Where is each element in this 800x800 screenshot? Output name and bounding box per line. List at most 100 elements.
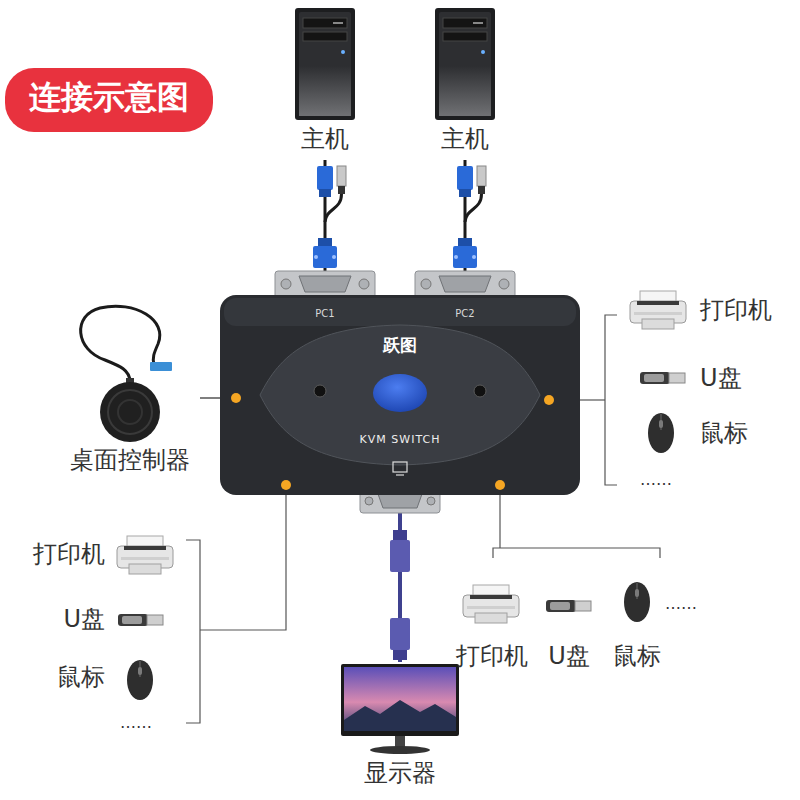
device-label: 显示器 bbox=[364, 759, 436, 788]
host-cable-plugs-part bbox=[318, 238, 332, 246]
leader-line-part bbox=[605, 315, 617, 485]
peripheral-icons-part bbox=[127, 660, 153, 700]
host-illustration-part bbox=[473, 22, 483, 24]
switch-illustration-part-part bbox=[299, 276, 351, 292]
host-cable-plugs-part bbox=[332, 255, 336, 259]
host-cable-plugs-part bbox=[454, 255, 458, 259]
switch-illustration-part-part bbox=[275, 271, 375, 299]
switch-illustration bbox=[220, 295, 580, 495]
monitor-illustration-part bbox=[344, 700, 456, 731]
peripheral-label-holder: 打印机 bbox=[700, 296, 772, 325]
monitor-cable-plugs-part bbox=[390, 540, 410, 572]
host-illustration-part bbox=[443, 32, 487, 41]
peripheral-icons-part bbox=[463, 585, 519, 623]
host-illustration-part bbox=[303, 18, 347, 28]
monitor-illustration-part bbox=[344, 667, 456, 731]
host-cable-plugs-part bbox=[459, 189, 471, 197]
host-illustration-part bbox=[341, 50, 345, 54]
host-cable-plugs-part bbox=[465, 194, 482, 222]
ctrl-illustration-part bbox=[108, 390, 152, 434]
peripheral-label-holder: U盘 bbox=[548, 642, 590, 671]
switch-illustration-part bbox=[373, 374, 427, 412]
peripheral-label-holder: …… bbox=[640, 470, 672, 489]
device-label: 主机 bbox=[301, 125, 349, 154]
peripheral-label-holder: 鼠标 bbox=[613, 642, 661, 671]
switch-illustration-part bbox=[393, 462, 407, 472]
host-cable-plugs-part bbox=[337, 166, 346, 186]
peripheral-label-holder: 打印机 bbox=[33, 540, 105, 569]
host-illustration-part bbox=[439, 12, 491, 116]
ctrl-illustration-part bbox=[81, 306, 160, 382]
leader-line-part bbox=[200, 495, 286, 630]
ctrl-node: 桌面控制器 bbox=[60, 300, 200, 480]
peripheral-label: U盘 bbox=[700, 364, 742, 393]
leader-line-part bbox=[186, 540, 200, 723]
peripheral-label-holder: …… bbox=[120, 713, 152, 732]
ctrl-illustration-part bbox=[100, 382, 160, 442]
peripheral-label-holder: 打印机 bbox=[456, 642, 528, 671]
switch-illustration-part bbox=[544, 395, 554, 405]
peripheral-icons-part bbox=[118, 614, 163, 626]
host-cable-plugs-part bbox=[319, 189, 331, 197]
switch-illustration-part bbox=[224, 298, 576, 326]
host-cable-plugs-part bbox=[338, 186, 345, 194]
peripheral-label-holder: 鼠标 bbox=[700, 419, 748, 448]
monitor-cable-plugs-part bbox=[393, 650, 407, 660]
device-label: 主机 bbox=[441, 125, 489, 154]
host-illustration bbox=[433, 8, 497, 120]
switch-illustration-part bbox=[220, 295, 580, 495]
host-cable-plugs-part bbox=[313, 246, 337, 268]
peripheral-icons-part bbox=[624, 582, 650, 622]
product-name: KVM SWITCH bbox=[360, 433, 441, 446]
leader-line-part bbox=[493, 548, 660, 558]
switch-illustration-part-part bbox=[415, 271, 515, 299]
switch-illustration-part bbox=[231, 393, 241, 403]
peripheral-label-holder: …… bbox=[665, 594, 697, 613]
switch-text-holder: PC1 bbox=[315, 302, 334, 321]
host-cable-plugs-part bbox=[314, 255, 318, 259]
port-label: PC2 bbox=[455, 308, 474, 320]
peripheral-label: 鼠标 bbox=[700, 419, 748, 448]
peripheral-label: …… bbox=[120, 713, 152, 732]
peripheral-label: 鼠标 bbox=[57, 663, 105, 692]
switch-text-holder: PC2 bbox=[455, 302, 474, 321]
brand-name: 跃图 bbox=[383, 335, 417, 355]
peripheral-icons-part bbox=[648, 413, 674, 453]
host-node: 主机 bbox=[293, 8, 357, 160]
switch-illustration-part bbox=[396, 474, 404, 475]
monitor-cable-plugs-part bbox=[393, 530, 407, 540]
peripheral-label: 打印机 bbox=[33, 540, 105, 569]
switch-illustration-part bbox=[415, 271, 515, 299]
peripheral-label: U盘 bbox=[548, 642, 590, 671]
host-illustration-part bbox=[295, 8, 355, 120]
peripheral-label: 打印机 bbox=[700, 296, 772, 325]
peripheral-icons-part bbox=[640, 372, 685, 384]
device-label: 桌面控制器 bbox=[70, 446, 190, 475]
switch-illustration-part bbox=[314, 385, 326, 397]
switch-text-holder: KVM SWITCH bbox=[360, 428, 441, 447]
host-illustration-part bbox=[481, 50, 485, 54]
monitor-cable-plugs bbox=[390, 530, 410, 660]
switch-illustration-part bbox=[281, 480, 291, 490]
peripheral-label-holder: U盘 bbox=[700, 364, 742, 393]
switch-illustration-part-part bbox=[281, 279, 291, 289]
switch-node: PC1 PC2 跃图 KVM SWITCH bbox=[220, 295, 580, 495]
switch-illustration-part-part bbox=[359, 279, 369, 289]
switch-illustration-part bbox=[495, 480, 505, 490]
title-badge: 连接示意图 bbox=[5, 68, 213, 132]
switch-illustration-part-part bbox=[499, 279, 509, 289]
switch-illustration-part-part bbox=[427, 497, 435, 505]
host-illustration-part bbox=[299, 66, 351, 116]
switch-illustration-part-part bbox=[378, 494, 422, 508]
host-illustration-part bbox=[443, 18, 487, 28]
switch-illustration-part-part bbox=[439, 276, 491, 292]
node-label-holder: 显示器 bbox=[364, 759, 436, 788]
host-illustration-part bbox=[439, 66, 491, 116]
node-label-holder: 主机 bbox=[301, 125, 349, 154]
peripheral-label: …… bbox=[665, 594, 697, 613]
host-illustration-part bbox=[299, 12, 351, 116]
node-label-holder: 主机 bbox=[441, 125, 489, 154]
host-cable-plugs-part bbox=[457, 166, 473, 190]
switch-text-holder: 跃图 bbox=[383, 335, 417, 355]
